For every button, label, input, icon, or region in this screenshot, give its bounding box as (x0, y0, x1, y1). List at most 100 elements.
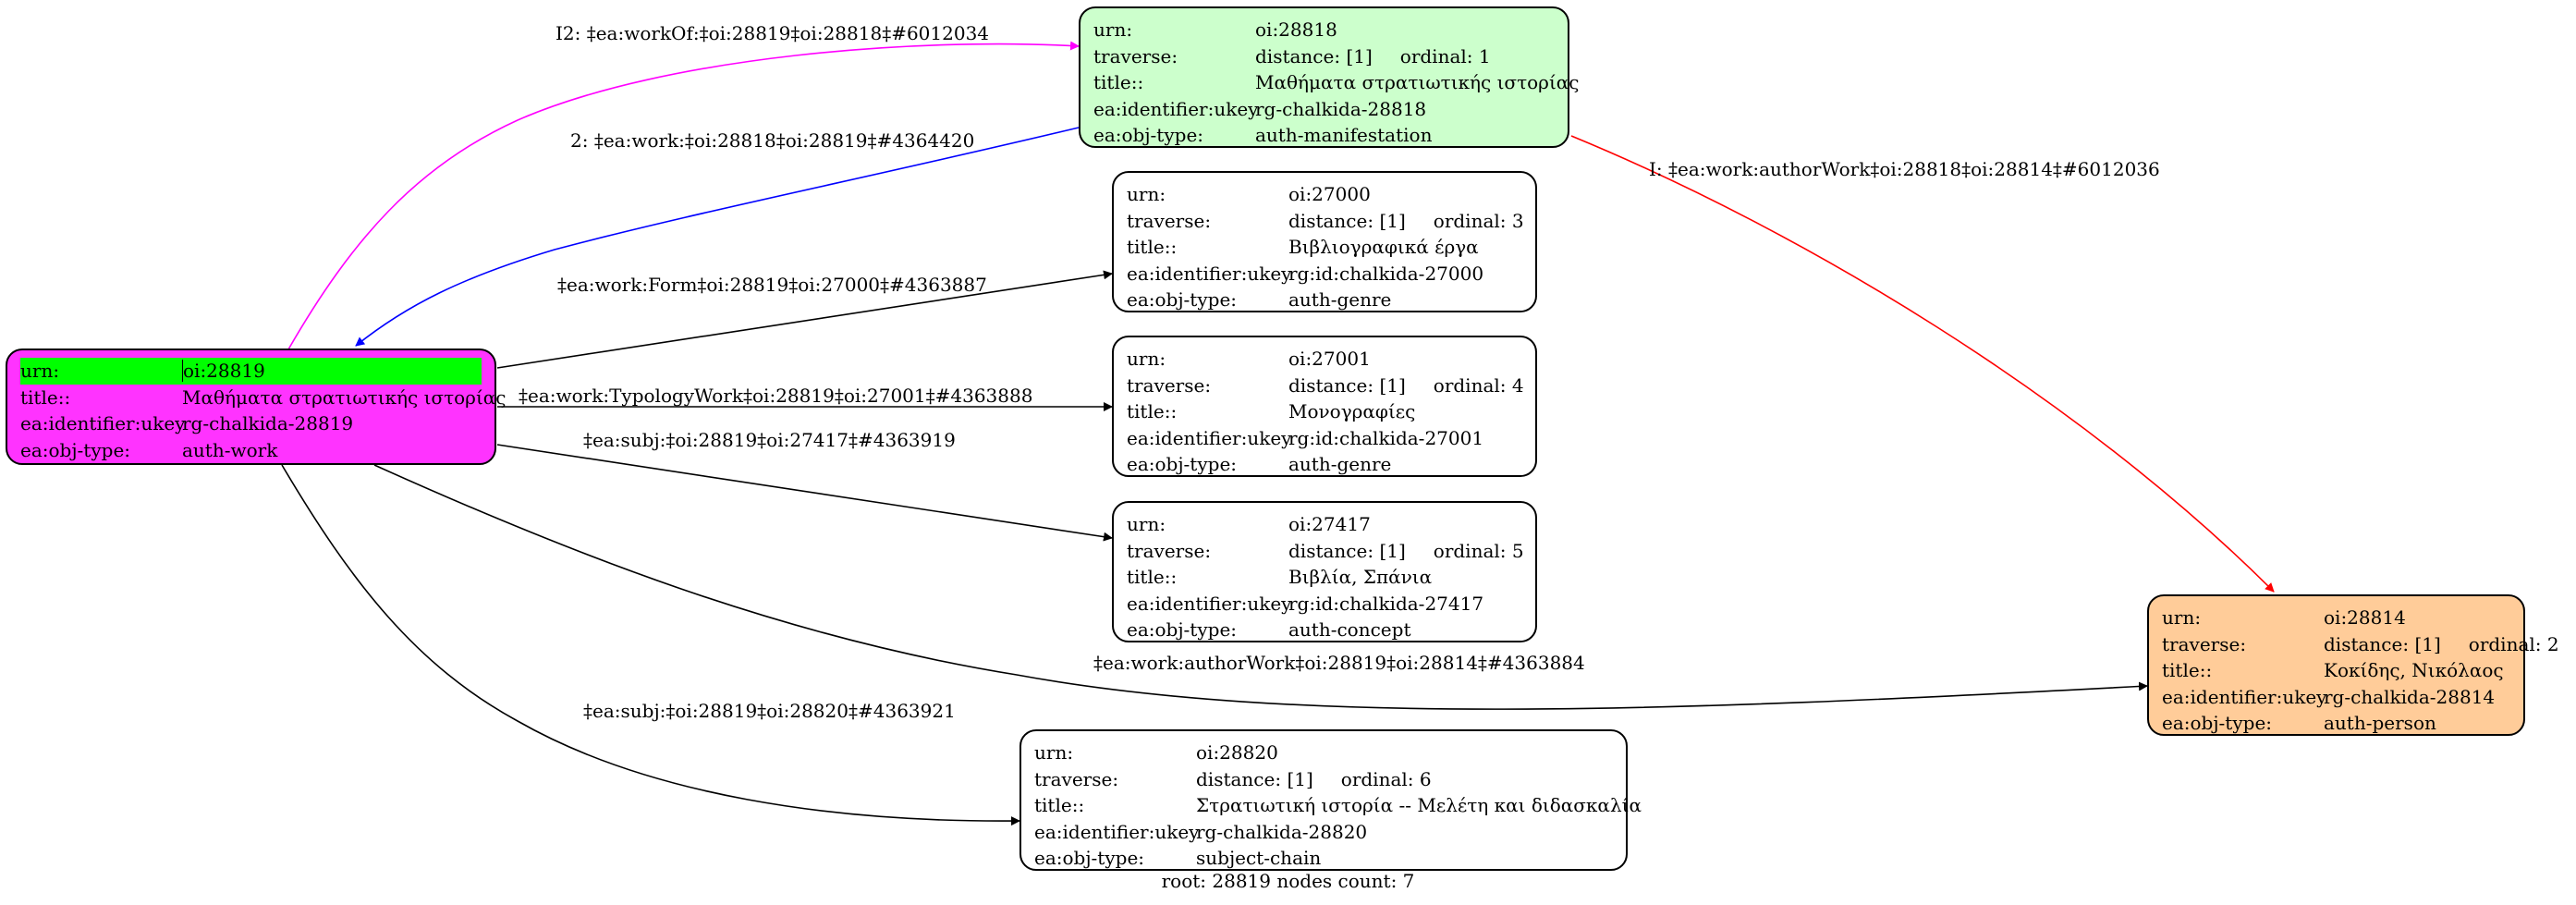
urn-value: oi:28814 (2324, 606, 2406, 630)
title-key: title:: (20, 385, 71, 409)
node-row-urn: urn:oi:28818 (1093, 17, 1555, 43)
node-row-type: ea:obj-type:auth-manifestation (1093, 122, 1555, 149)
urn-key: urn: (1127, 348, 1166, 371)
traverse-key: traverse: (1127, 373, 1212, 397)
ordinal-value: ordinal: 5 (1433, 539, 1524, 562)
node-27000[interactable]: urn:oi:27000 traverse:distance: [1]ordin… (1112, 171, 1537, 312)
node-28818[interactable]: urn:oi:28818 traverse:distance: [1]ordin… (1079, 6, 1580, 149)
type-value: auth-work (182, 438, 278, 461)
node-row-title: title::Βιβλιογραφικά έργα (1127, 234, 1522, 261)
node-row-urn: urn: oi:27001 (1127, 346, 1522, 373)
edge-work-label: 2: ‡ea:work:‡oi:28818‡oi:28819‡#4364420 (570, 129, 974, 152)
urn-key: urn: (2162, 606, 2202, 630)
type-value: auth-genre (1288, 453, 1392, 476)
edge-typology-label: ‡ea:work:TypologyWork‡oi:28819‡oi:27001‡… (519, 385, 1032, 407)
type-key: ea:obj-type: (2162, 712, 2273, 735)
urn-value: oi:28820 (1196, 741, 1278, 764)
title-key: title:: (1034, 794, 1085, 817)
node-row-title: title::Βιβλία, Σπάνια (1127, 564, 1522, 591)
ordinal-value: ordinal: 6 (1340, 767, 1432, 790)
edge-subj-28820-label: ‡ea:subj:‡oi:28819‡oi:28820‡#4363921 (583, 700, 956, 722)
edge-subj-27417-line (496, 444, 1113, 542)
node-row-urn: urn:oi:27417 (1127, 511, 1522, 538)
urn-key: urn: (20, 360, 183, 383)
node-row-traverse: traverse: distance: [1] ordinal: 5 (1127, 538, 1524, 565)
node-row-urn: urn: oi:28814 (2162, 605, 2510, 631)
node-row-traverse: traverse: distance: [1] ordinal: 4 (1127, 373, 1524, 399)
distance-value: distance: [1] (1288, 539, 1406, 562)
title-value: Μονογραφίες (1288, 400, 1416, 423)
node-row-traverse: traverse:distance: [1]ordinal: 3 (1127, 208, 1524, 235)
ukey-value: rg-chalkida-28818 (1255, 97, 1427, 120)
edge-authorwork-red-line (1570, 135, 2275, 593)
node-row-urn: urn:oi:27000 (1127, 181, 1522, 208)
ordinal-value: ordinal: 4 (1433, 373, 1524, 397)
ukey-key: ea:identifier:ukey (2162, 685, 2327, 708)
node-28819[interactable]: urn:oi:28819 title::Μαθήματα στρατιωτική… (6, 349, 507, 465)
ukey-value: rg:id:chalkida-27001 (1288, 426, 1484, 449)
traverse-key: traverse: (1034, 767, 1119, 790)
node-row-type: ea:obj-type:auth-work (20, 437, 482, 464)
title-value: Κοκίδης, Νικόλαος (2324, 659, 2504, 682)
edge-subj-27417-label: ‡ea:subj:‡oi:28819‡oi:27417‡#4363919 (583, 429, 956, 451)
node-row-type: ea:obj-type: auth-person (2162, 710, 2510, 737)
node-row-urn: urn: oi:28820 (1034, 740, 1613, 766)
type-value: subject-chain (1196, 847, 1322, 870)
urn-key: urn: (1127, 513, 1166, 536)
type-key: ea:obj-type: (1127, 453, 1238, 476)
ukey-key: ea:identifier:ukey (1127, 592, 1292, 615)
distance-value: distance: [1] (1196, 767, 1313, 790)
node-27001[interactable]: urn: oi:27001 traverse: distance: [1] ordin… (1112, 336, 1537, 477)
node-row-title: title::Κοκίδης, Νικόλαος (2162, 657, 2510, 684)
distance-value: distance: [1] (2324, 632, 2441, 655)
node-row-title: title::Μαθήματα στρατιωτικής ιστορίας (1093, 69, 1580, 96)
node-28814[interactable]: urn:oi:28814 traverse:distance: [1]ordin… (2147, 594, 2559, 737)
type-value: auth-genre (1288, 288, 1392, 312)
node-row-title: title::Μαθήματα στρατιωτικής ιστορίας (20, 385, 507, 411)
distance-value: distance: [1] (1288, 373, 1406, 397)
node-row-title: title::Μονογραφίες (1127, 398, 1522, 425)
title-key: title:: (1093, 71, 1144, 94)
node-row-type: ea:obj-type: auth-genre (1127, 451, 1522, 478)
distance-value: distance: [1] (1255, 44, 1373, 67)
node-27417[interactable]: urn:oi:27417 traverse: distance: [1] ordin… (1112, 501, 1537, 642)
urn-key: urn: (1034, 741, 1074, 764)
ukey-value: rg-chalkida-28814 (2324, 685, 2496, 708)
edge-work-line (355, 127, 1080, 347)
title-key: title:: (2162, 659, 2213, 682)
type-value: auth-concept (1288, 618, 1411, 642)
edge-form-line (496, 270, 1113, 369)
urn-key: urn: (1093, 18, 1133, 42)
traverse-key: traverse: (1093, 44, 1178, 67)
type-value: auth-person (2324, 712, 2436, 735)
traverse-key: traverse: (1127, 539, 1212, 562)
ukey-key: ea:identifier:ukey (1034, 820, 1200, 843)
ukey-key: ea:identifier:ukey (20, 412, 186, 435)
urn-value: oi:27001 (1288, 348, 1371, 371)
traverse-key: traverse: (2162, 632, 2247, 655)
edge-subj-28820-line (281, 464, 1020, 826)
urn-value: oi:28819 (183, 360, 265, 383)
node-row-type: ea:obj-type:auth-concept (1127, 617, 1522, 643)
node-row-traverse: traverse:distance: [1]ordinal: 1 (1093, 43, 1555, 70)
type-key: ea:obj-type: (1034, 847, 1145, 870)
node-28820[interactable]: urn: oi:28820 traverse: distance: [1] ordin… (1019, 729, 1642, 872)
node-row-urn: urn:oi:28819 (20, 358, 482, 385)
ukey-key: ea:identifier:ukey (1093, 97, 1259, 120)
ukey-key: ea:identifier:ukey (1127, 262, 1292, 285)
node-row-type: ea:obj-type: subject-chain (1034, 845, 1613, 872)
edge-form-label: ‡ea:work:Form‡oi:28819‡oi:27000‡#4363887 (557, 274, 987, 296)
traverse-key: traverse: (1127, 209, 1212, 232)
ukey-value: rg:id:chalkida-27417 (1288, 592, 1484, 615)
title-key: title:: (1127, 566, 1178, 589)
edge-authorwork-red-label: I: ‡ea:work:authorWork‡oi:28818‡oi:28814… (1649, 158, 2160, 180)
node-row-type: ea:obj-type:auth-genre (1127, 287, 1522, 313)
type-key: ea:obj-type: (1093, 124, 1204, 147)
ukey-key: ea:identifier:ukey (1127, 426, 1292, 449)
